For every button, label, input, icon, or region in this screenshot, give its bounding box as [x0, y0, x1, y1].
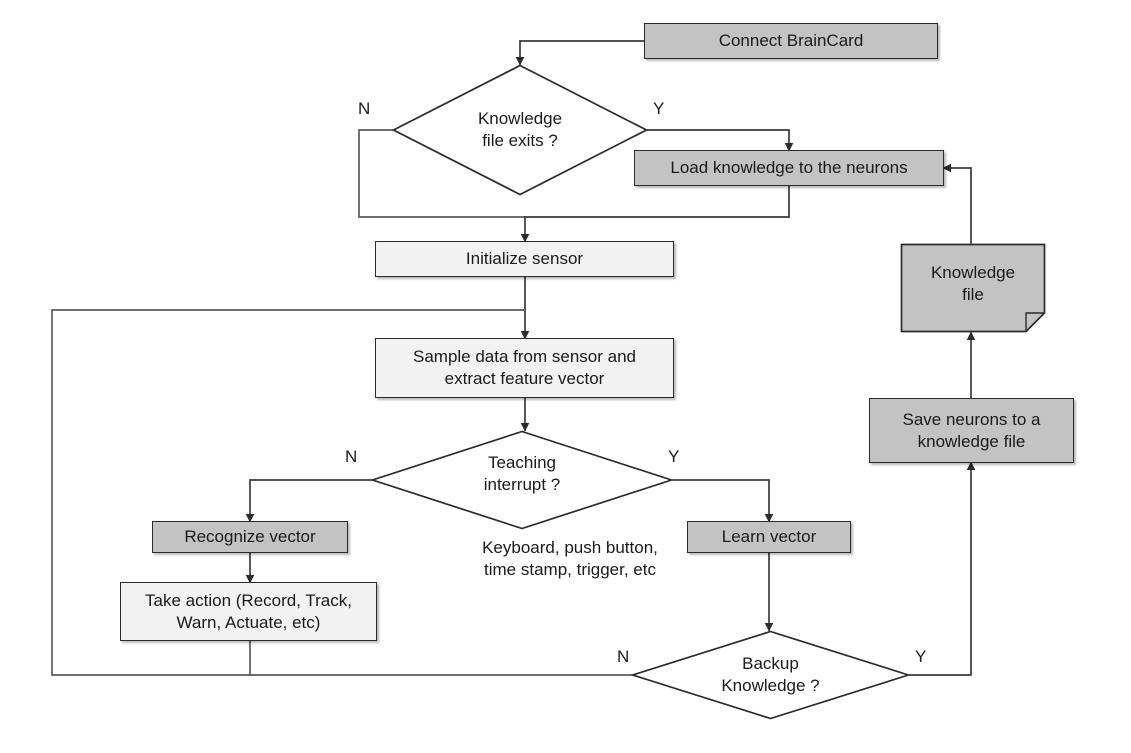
knowledge-file-exists-line1: Knowledge [477, 109, 563, 129]
node-sample-data[interactable]: Sample data from sensor and extract feat… [375, 338, 674, 398]
backup-knowledge-line1: Backup [742, 654, 799, 674]
diamond-shape-backup-knowledge [631, 630, 910, 720]
take-action-line2: Warn, Actuate, etc) [176, 612, 321, 632]
wire-teaching-yes [672, 479, 774, 523]
node-knowledge-file[interactable]: Knowledge file [900, 243, 1046, 333]
node-learn-vector-label: Learn vector [721, 527, 817, 547]
node-sample-data-label: Sample data from sensor and extract feat… [413, 346, 636, 390]
branch-label-knowledge-file-no: N [358, 99, 371, 118]
wire-backup-yes [909, 461, 976, 676]
annotation-teaching-sources: Keyboard, push button, time stamp, trigg… [420, 537, 720, 581]
knowledge-file-exists-line2: file exits ? [482, 131, 558, 150]
node-save-neurons[interactable]: Save neurons to a knowledge file [869, 398, 1074, 463]
node-connect-braincard-label: Connect BrainCard [718, 31, 864, 51]
branch-label-backup-no: N [617, 647, 630, 666]
node-recognize-vector[interactable]: Recognize vector [152, 521, 348, 553]
node-take-action[interactable]: Take action (Record, Track, Warn, Actuat… [120, 582, 377, 641]
wire-teaching-no [245, 479, 372, 523]
save-neurons-line1: Save neurons to a [902, 409, 1041, 429]
wire-decision1-yes [647, 129, 794, 152]
node-recognize-vector-label: Recognize vector [184, 527, 316, 547]
take-action-line1: Take action (Record, Track, [145, 590, 352, 610]
node-save-neurons-label: Save neurons to a knowledge file [903, 409, 1041, 453]
node-load-knowledge[interactable]: Load knowledge to the neurons [634, 150, 944, 186]
document-shape-knowledge-file [900, 243, 1046, 333]
node-knowledge-file-exists-label: Knowledge file exits ? [478, 108, 562, 152]
teaching-interrupt-line1: Teaching [487, 453, 557, 473]
save-neurons-line2: knowledge file [917, 431, 1026, 451]
sample-data-line2: extract feature vector [444, 369, 605, 388]
node-take-action-label: Take action (Record, Track, Warn, Actuat… [145, 590, 352, 634]
node-teaching-interrupt[interactable]: Teaching interrupt ? [371, 430, 673, 530]
node-initialize-sensor[interactable]: Initialize sensor [375, 241, 674, 277]
branch-label-backup-yes: Y [915, 647, 927, 666]
knowledge-file-line2: file [962, 285, 984, 304]
branch-label-knowledge-file-yes: Y [653, 99, 665, 118]
node-initialize-sensor-label: Initialize sensor [465, 249, 584, 269]
backup-knowledge-line2: Knowledge ? [721, 676, 820, 695]
node-knowledge-file-exists[interactable]: Knowledge file exits ? [392, 64, 648, 196]
node-backup-knowledge[interactable]: Backup Knowledge ? [631, 630, 910, 720]
branch-label-teaching-no: N [345, 447, 358, 466]
teaching-interrupt-line2: interrupt ? [483, 475, 561, 494]
node-backup-knowledge-label: Backup Knowledge ? [721, 653, 819, 697]
teaching-sources-line1: Keyboard, push button, [482, 538, 658, 557]
node-connect-braincard[interactable]: Connect BrainCard [644, 23, 938, 59]
node-teaching-interrupt-label: Teaching interrupt ? [484, 452, 561, 496]
wire-connect-to-decision1 [515, 40, 645, 66]
wire-knowledgefile-to-load [942, 163, 972, 244]
node-knowledge-file-label: Knowledge file [931, 262, 1015, 306]
branch-label-teaching-yes: Y [668, 447, 680, 466]
knowledge-file-line1: Knowledge [930, 263, 1016, 283]
sample-data-line1: Sample data from sensor and [412, 347, 636, 367]
teaching-sources-line2: time stamp, trigger, etc [484, 560, 656, 580]
node-load-knowledge-label: Load knowledge to the neurons [670, 158, 908, 178]
